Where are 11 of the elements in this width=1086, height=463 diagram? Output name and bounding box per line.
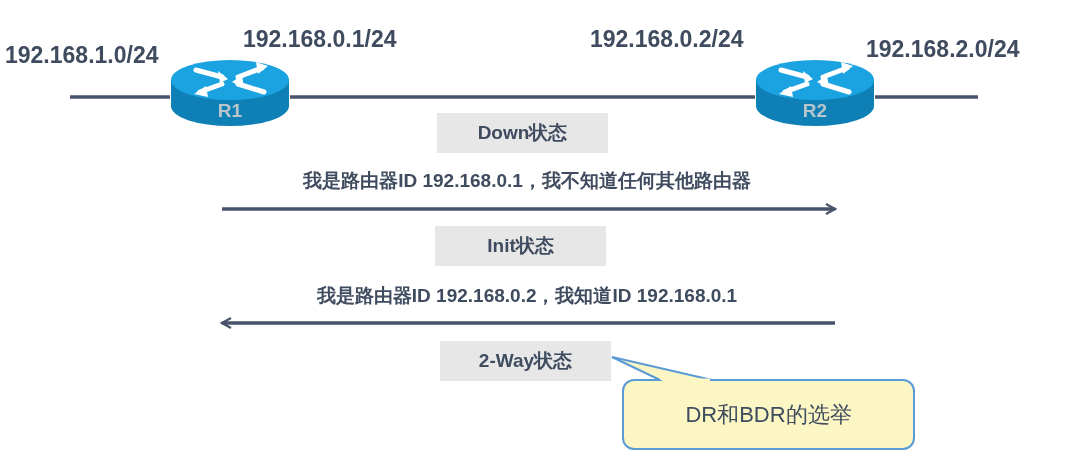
ip-address-label: 192.168.1.0/24	[5, 42, 159, 69]
router-label: R2	[802, 100, 828, 122]
state-box: 2-Way状态	[440, 341, 611, 381]
message-text: 我是路由器ID 192.168.0.2，我知道ID 192.168.0.1	[316, 284, 738, 308]
state-box: Init状态	[435, 226, 606, 266]
message-text: 我是路由器ID 192.168.0.1，我不知道任何其他路由器	[303, 169, 751, 193]
router-label: R1	[217, 100, 243, 122]
ip-address-label: 192.168.0.1/24	[243, 26, 397, 53]
ip-address-label: 192.168.0.2/24	[590, 26, 744, 53]
ip-address-label: 192.168.2.0/24	[866, 36, 1020, 63]
state-box: Down状态	[437, 113, 608, 153]
